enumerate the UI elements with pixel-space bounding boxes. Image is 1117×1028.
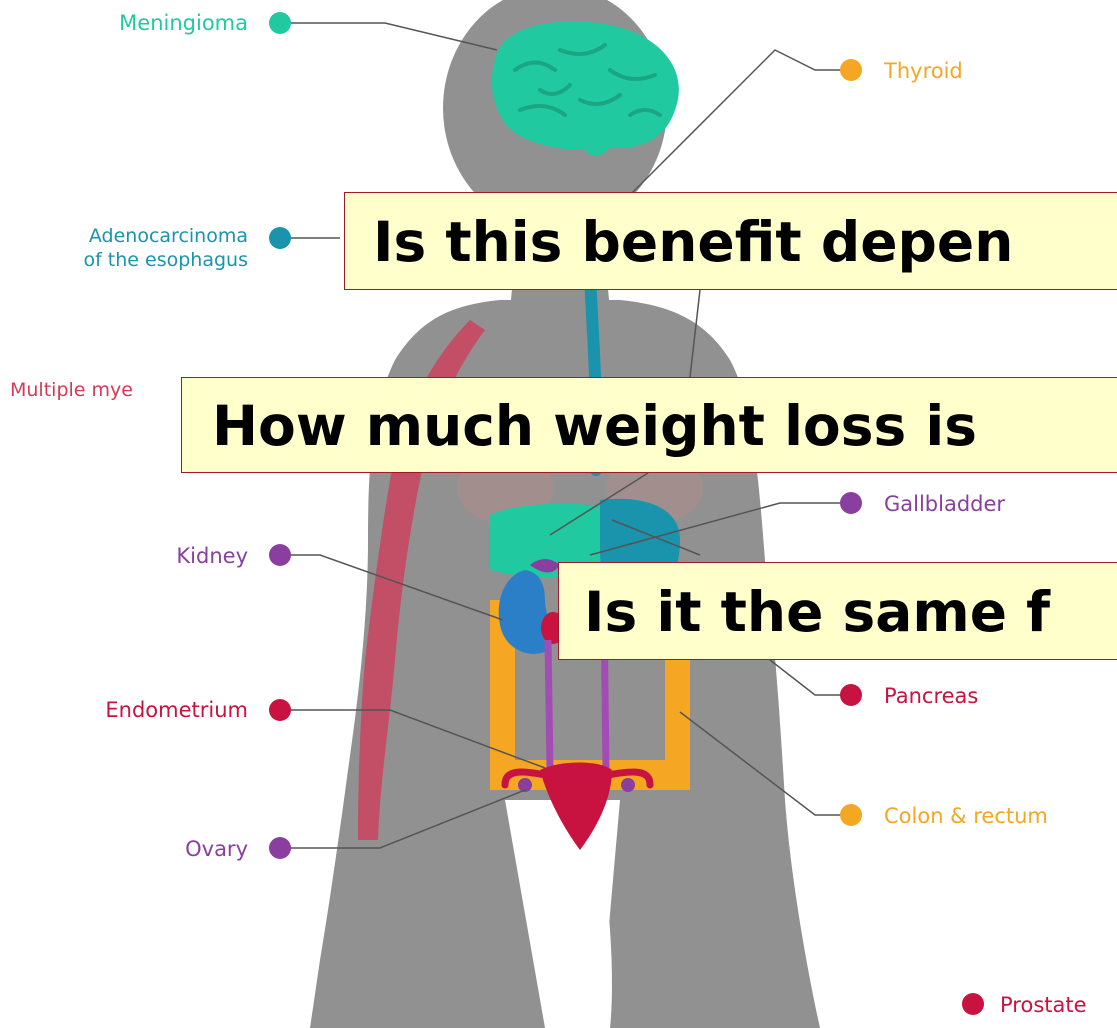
dot-meningioma: [269, 12, 291, 34]
label-thyroid: Thyroid: [883, 59, 963, 83]
label-colon-rectum: Colon & rectum: [884, 804, 1048, 828]
label-ovary: Ovary: [185, 837, 248, 861]
question-callout-benefit: Is this benefit depen: [344, 192, 1117, 290]
brain: [492, 21, 679, 155]
label-kidney: Kidney: [176, 544, 248, 568]
label-prostate: Prostate: [1000, 993, 1087, 1017]
dot-pancreas: [840, 684, 862, 706]
label-multiple-myeloma: Multiple mye: [10, 379, 133, 401]
dot-ovary: [269, 837, 291, 859]
label-endometrium: Endometrium: [105, 698, 248, 722]
label-pancreas: Pancreas: [884, 684, 978, 708]
dot-endometrium: [269, 699, 291, 721]
ureter-left: [548, 640, 550, 770]
dot-colon: [840, 804, 862, 826]
dot-gallbladder: [840, 492, 862, 514]
label-esophagus-line2: of the esophagus: [83, 249, 248, 271]
ovary-right: [621, 778, 635, 792]
label-meningioma: Meningioma: [119, 11, 248, 35]
ovary-left: [518, 778, 532, 792]
dot-kidney: [269, 544, 291, 566]
label-gallbladder: Gallbladder: [884, 492, 1005, 516]
question-callout-same: Is it the same f: [558, 562, 1117, 660]
dot-esophagus: [269, 227, 291, 249]
dot-prostate: [962, 993, 984, 1015]
question-callout-weight-loss: How much weight loss is: [181, 377, 1117, 473]
dot-thyroid: [840, 59, 862, 81]
label-esophagus-line1: Adenocarcinoma: [89, 225, 248, 247]
